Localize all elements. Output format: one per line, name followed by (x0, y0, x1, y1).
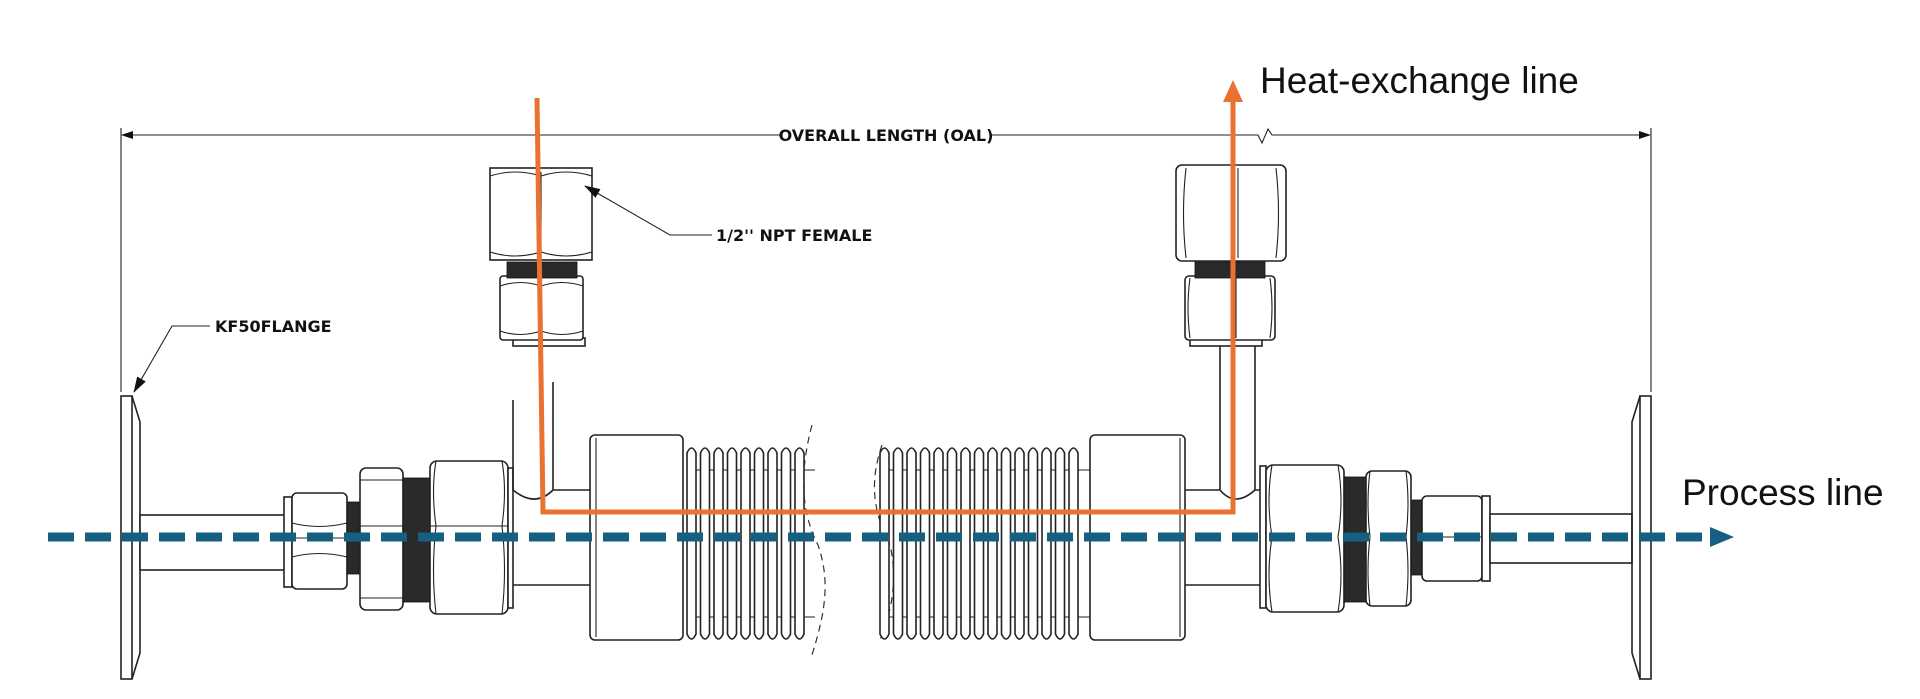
bellows-convolution (726, 447, 738, 640)
bellows-convolution (794, 447, 805, 640)
bellows-convolution (1068, 447, 1079, 640)
bellows-convolution (1000, 447, 1012, 640)
bellows-convolution (686, 447, 697, 640)
bellows-convolution (1027, 447, 1039, 640)
bellows-convolution (1014, 447, 1025, 640)
bellows-left (686, 447, 815, 640)
bellows-convolution (946, 447, 958, 640)
dimension-line-right (992, 127, 1651, 145)
bellows-convolution (906, 447, 917, 640)
heat-exchange-line-path (534, 97, 1236, 515)
kf50-flange-label: KF50FLANGE (215, 317, 332, 336)
bellows-convolution (1041, 447, 1052, 640)
process-line-arrowhead (1710, 527, 1734, 547)
nut-right-small (1421, 495, 1491, 582)
process-tube-left (139, 514, 287, 571)
heat-exchange-line: Heat-exchange line (534, 60, 1579, 515)
nut-right-large (1259, 464, 1367, 613)
bellows-convolution (892, 447, 904, 640)
bellows-convolution (699, 447, 711, 640)
callout-npt-female: 1/2'' NPT FEMALE (584, 185, 872, 245)
bellows-convolution (987, 447, 998, 640)
npt-female-label: 1/2'' NPT FEMALE (716, 226, 872, 245)
bellows-convolution (1054, 447, 1066, 640)
bellows-convolution (740, 447, 751, 640)
bellows-convolution (933, 447, 944, 640)
callout-kf50-flange: KF50FLANGE (133, 317, 332, 393)
bellows-right (879, 447, 1090, 640)
heat-exchange-line-label: Heat-exchange line (1260, 60, 1579, 101)
process-line: Process line (48, 472, 1884, 547)
bellows-convolution (960, 447, 971, 640)
heat-exchange-line-arrowhead (1223, 80, 1243, 102)
overall-length-dimension: OVERALL LENGTH (OAL) (120, 126, 1652, 392)
overall-length-label: OVERALL LENGTH (OAL) (779, 126, 994, 145)
bellows-convolution (780, 447, 792, 640)
bellows-convolution (713, 447, 724, 640)
process-line-label: Process line (1682, 472, 1884, 513)
bellows-convolution (973, 447, 985, 640)
bellows-convolution (919, 447, 931, 640)
bellows-convolution (767, 447, 778, 640)
bellows-convolution (753, 447, 765, 640)
bellows-convolution (879, 447, 890, 640)
